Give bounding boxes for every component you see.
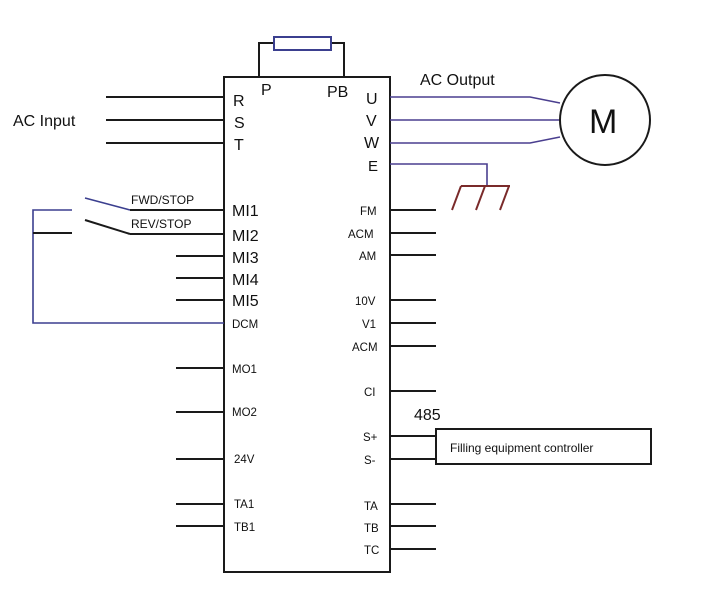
terminal-w: W <box>364 135 380 152</box>
controller-label: Filling equipment controller <box>450 441 593 455</box>
terminal-ci: CI <box>364 387 376 399</box>
ac-output-label: AC Output <box>420 72 495 89</box>
terminal-mo1: MO1 <box>232 364 257 376</box>
motor-wires <box>390 96 561 186</box>
ac-input-wires <box>106 96 224 144</box>
terminal-10v: 10V <box>355 296 376 308</box>
terminal-tb1: TB1 <box>234 522 255 534</box>
terminal-t: T <box>234 137 244 154</box>
terminal-ta: TA <box>364 501 378 513</box>
terminal-mi2: MI2 <box>232 228 259 245</box>
terminal-e: E <box>368 158 378 175</box>
rs485-label: 485 <box>414 407 441 424</box>
terminal-tc: TC <box>364 545 379 557</box>
terminal-s-minus: S- <box>364 455 376 467</box>
terminal-am: AM <box>359 251 376 263</box>
terminal-acm-1: ACM <box>348 229 374 241</box>
terminal-v: V <box>366 113 377 130</box>
terminal-p: P <box>261 82 272 99</box>
terminal-ta1: TA1 <box>234 499 254 511</box>
drive-body <box>223 76 391 573</box>
terminal-dcm: DCM <box>232 319 258 331</box>
brake-resistor <box>258 36 345 77</box>
terminal-r: R <box>233 93 245 110</box>
terminal-mi3: MI3 <box>232 250 259 267</box>
controller-box <box>435 428 652 465</box>
left-stubs <box>176 255 224 527</box>
terminal-mi1: MI1 <box>232 203 259 220</box>
terminal-acm-2: ACM <box>352 342 378 354</box>
right-stubs <box>390 209 436 550</box>
terminal-u: U <box>366 91 378 108</box>
terminal-fm: FM <box>360 206 377 218</box>
switch-wiring <box>32 197 224 324</box>
motor-label: M <box>589 103 617 141</box>
motor-circle <box>559 74 651 166</box>
terminal-tb: TB <box>364 523 379 535</box>
terminal-mi4: MI4 <box>232 272 259 289</box>
ground-icon <box>451 185 510 211</box>
terminal-24v: 24V <box>234 454 255 466</box>
terminal-s: S <box>234 115 245 132</box>
terminal-mo2: MO2 <box>232 407 257 419</box>
terminal-pb: PB <box>327 84 348 101</box>
ac-input-label: AC Input <box>13 113 76 130</box>
terminal-mi5: MI5 <box>232 293 259 310</box>
fwd-stop-label: FWD/STOP <box>131 193 194 207</box>
terminal-v1: V1 <box>362 319 376 331</box>
terminal-s-plus: S+ <box>363 432 378 444</box>
rev-stop-label: REV/STOP <box>131 217 191 231</box>
